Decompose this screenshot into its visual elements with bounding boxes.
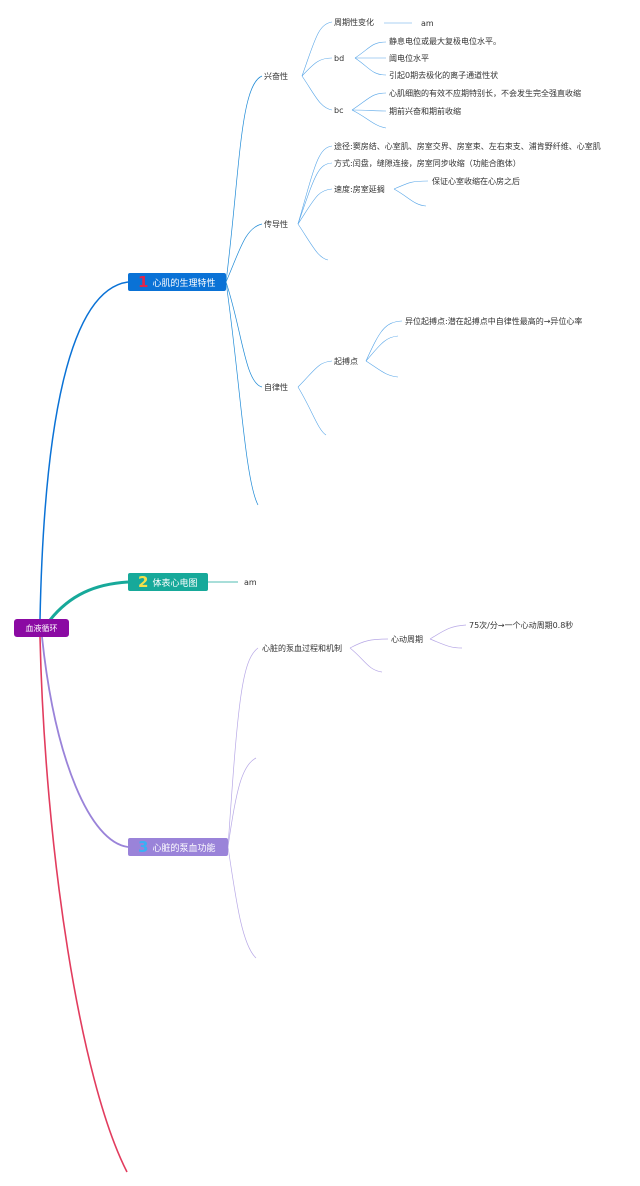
branch-number: 2 xyxy=(138,573,149,591)
bc-item[interactable]: 心肌细胞的有效不应期特别长，不会发生完全强直收缩 xyxy=(389,89,581,98)
topic-cardiac-cycle[interactable]: 心动周期 xyxy=(391,635,423,644)
topic-pacemaker[interactable]: 起搏点 xyxy=(334,357,358,366)
topic-bd[interactable]: bd xyxy=(334,54,345,63)
connector-root-b4 xyxy=(39,636,128,1173)
cardiac-cycle-note[interactable]: 75次/分→一个心动周期0.8秒 xyxy=(469,621,574,630)
branch-node-ecg[interactable]: 2 体表心电图 xyxy=(128,573,208,591)
topic-pump-process[interactable]: 心脏的泵血过程和机制 xyxy=(262,644,342,653)
root-node[interactable]: 血液循环 xyxy=(14,619,69,637)
conduct-path[interactable]: 途径:窦房结、心室肌、房室交界、房室束、左右束支、浦肯野纤维、心室肌 xyxy=(334,142,601,151)
topic-bc[interactable]: bc xyxy=(334,106,344,115)
branch-node-pump-function[interactable]: 3 心脏的泵血功能 xyxy=(128,838,228,856)
topic-excitability[interactable]: 兴奋性 xyxy=(264,72,288,81)
connector-root-b1 xyxy=(39,281,129,621)
topic-automaticity[interactable]: 自律性 xyxy=(264,383,288,392)
bd-item[interactable]: 静息电位或最大复极电位水平。 xyxy=(389,37,501,46)
connector-root-b3 xyxy=(41,636,129,848)
topic-am[interactable]: am xyxy=(421,19,434,28)
connector-root-b2 xyxy=(48,580,129,621)
branch-number: 1 xyxy=(138,273,149,291)
ecg-am[interactable]: am xyxy=(244,578,257,587)
topic-conductivity[interactable]: 传导性 xyxy=(264,220,288,229)
branch-number: 3 xyxy=(138,838,149,856)
bc-item[interactable]: 期前兴奋和期前收缩 xyxy=(389,107,461,116)
conduct-mode[interactable]: 方式:闰盘，缝隙连接，房室同步收缩（功能合胞体） xyxy=(334,159,521,168)
branch-node-physiology[interactable]: 1 心肌的生理特性 xyxy=(128,273,226,291)
branch-title: 心脏的泵血功能 xyxy=(152,843,216,854)
topic-periodic-change[interactable]: 周期性变化 xyxy=(334,18,374,27)
ectopic-pacemaker[interactable]: 异位起搏点:潜在起搏点中自律性最高的→异位心率 xyxy=(405,317,583,326)
bd-item[interactable]: 引起0期去极化的离子通道性状 xyxy=(389,71,499,80)
branch-title: 心肌的生理特性 xyxy=(152,278,216,289)
bd-item[interactable]: 阈电位水平 xyxy=(389,54,429,63)
conduct-speed-note[interactable]: 保证心室收缩在心房之后 xyxy=(432,177,520,186)
branch-title: 体表心电图 xyxy=(152,578,198,589)
conduct-speed[interactable]: 速度:房室延搁 xyxy=(334,185,385,194)
